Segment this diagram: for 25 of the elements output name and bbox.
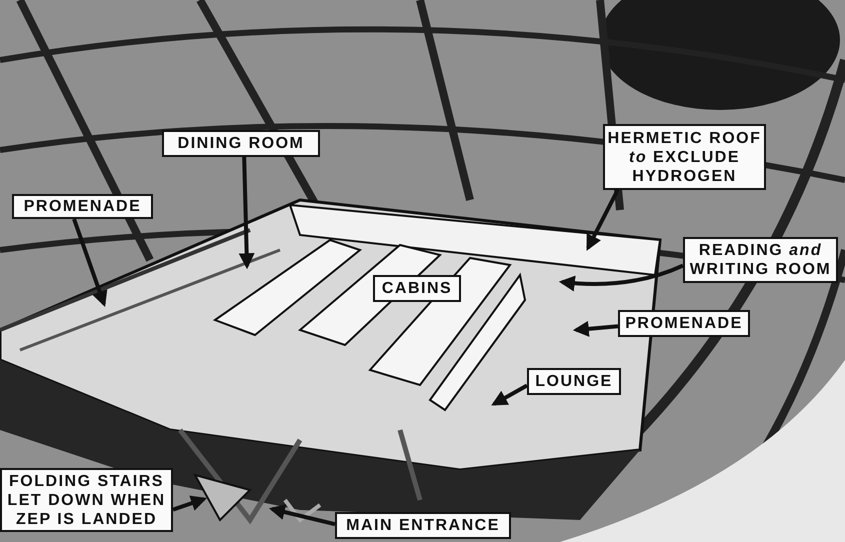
room-label: CABINS	[382, 279, 452, 298]
label-box	[373, 275, 461, 302]
arrow	[72, 218, 108, 308]
arrow	[558, 264, 684, 292]
room-label: LOUNGE	[535, 372, 613, 391]
room-label: PROMENADE	[24, 197, 142, 216]
entrance-label: MAIN ENTRANCE	[346, 516, 500, 535]
arrow	[491, 384, 528, 406]
arrow	[172, 496, 208, 512]
arrow	[586, 189, 620, 251]
label-box	[162, 130, 320, 157]
room-label: PROMENADE	[625, 314, 743, 333]
stairs-label: FOLDING STAIRS LET DOWN WHEN ZEP IS LANDED	[6, 472, 167, 528]
label-box	[12, 194, 153, 219]
label-box	[527, 368, 621, 395]
arrow	[572, 320, 618, 337]
arrow	[238, 156, 255, 270]
label-box	[683, 237, 838, 283]
label-box	[0, 468, 173, 532]
arrow	[268, 504, 336, 526]
label-box	[618, 310, 750, 337]
room-label: READING and WRITING ROOM	[688, 241, 832, 279]
label-box	[335, 512, 511, 539]
roof-label: HERMETIC ROOF to EXCLUDE HYDROGEN	[606, 128, 762, 186]
room-label: DINING ROOM	[178, 134, 304, 153]
